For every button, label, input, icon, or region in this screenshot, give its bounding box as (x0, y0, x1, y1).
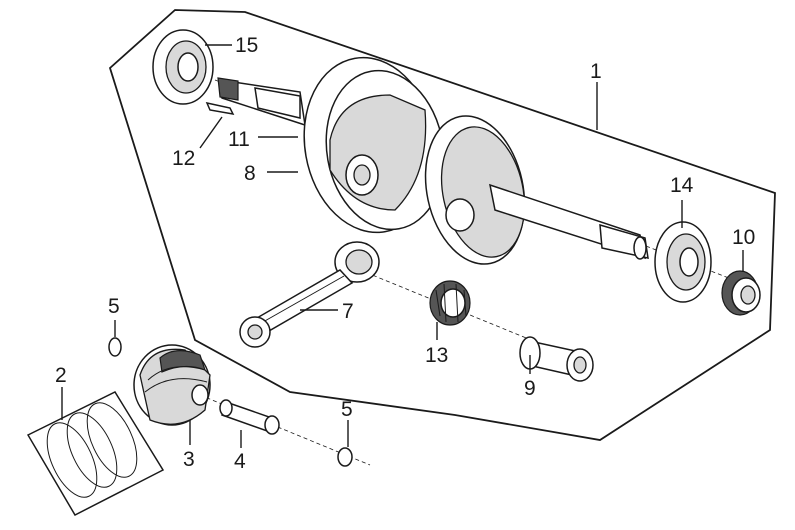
bearing-15 (152, 29, 214, 105)
piston-rings-2 (26, 391, 165, 516)
callout-13: 13 (425, 344, 448, 367)
left-crank-web-8 (303, 56, 445, 234)
piston-3 (133, 344, 211, 426)
callout-2: 2 (55, 364, 67, 387)
callout-12: 12 (172, 147, 195, 170)
needle-bearing-13 (429, 280, 471, 326)
right-shaft (489, 183, 649, 260)
callout-14: 14 (670, 174, 694, 197)
callout-15: 15 (235, 34, 258, 57)
connecting-rod-7 (239, 241, 380, 348)
circlip-5-lower (337, 447, 353, 467)
leader-12 (199, 116, 223, 149)
key-12 (205, 101, 235, 115)
piston-pin-4 (219, 399, 280, 435)
left-shaft-11 (217, 77, 306, 127)
right-crank-web (424, 115, 526, 265)
gear-10 (721, 270, 761, 316)
crank-pin-9 (519, 336, 594, 382)
callout-5-upper: 5 (108, 295, 120, 318)
callout-5-lower: 5 (341, 398, 353, 421)
leader-lines (61, 44, 744, 448)
callout-1: 1 (590, 60, 602, 83)
circlip-5-upper (108, 337, 122, 357)
callout-8: 8 (244, 162, 256, 185)
callout-4: 4 (234, 450, 246, 473)
callout-9: 9 (524, 377, 536, 400)
assembly-outline (108, 9, 776, 441)
callout-10: 10 (732, 226, 755, 249)
callout-3: 3 (183, 448, 195, 471)
callout-7: 7 (342, 300, 354, 323)
callout-11: 11 (228, 128, 250, 151)
bearing-14 (654, 221, 712, 303)
